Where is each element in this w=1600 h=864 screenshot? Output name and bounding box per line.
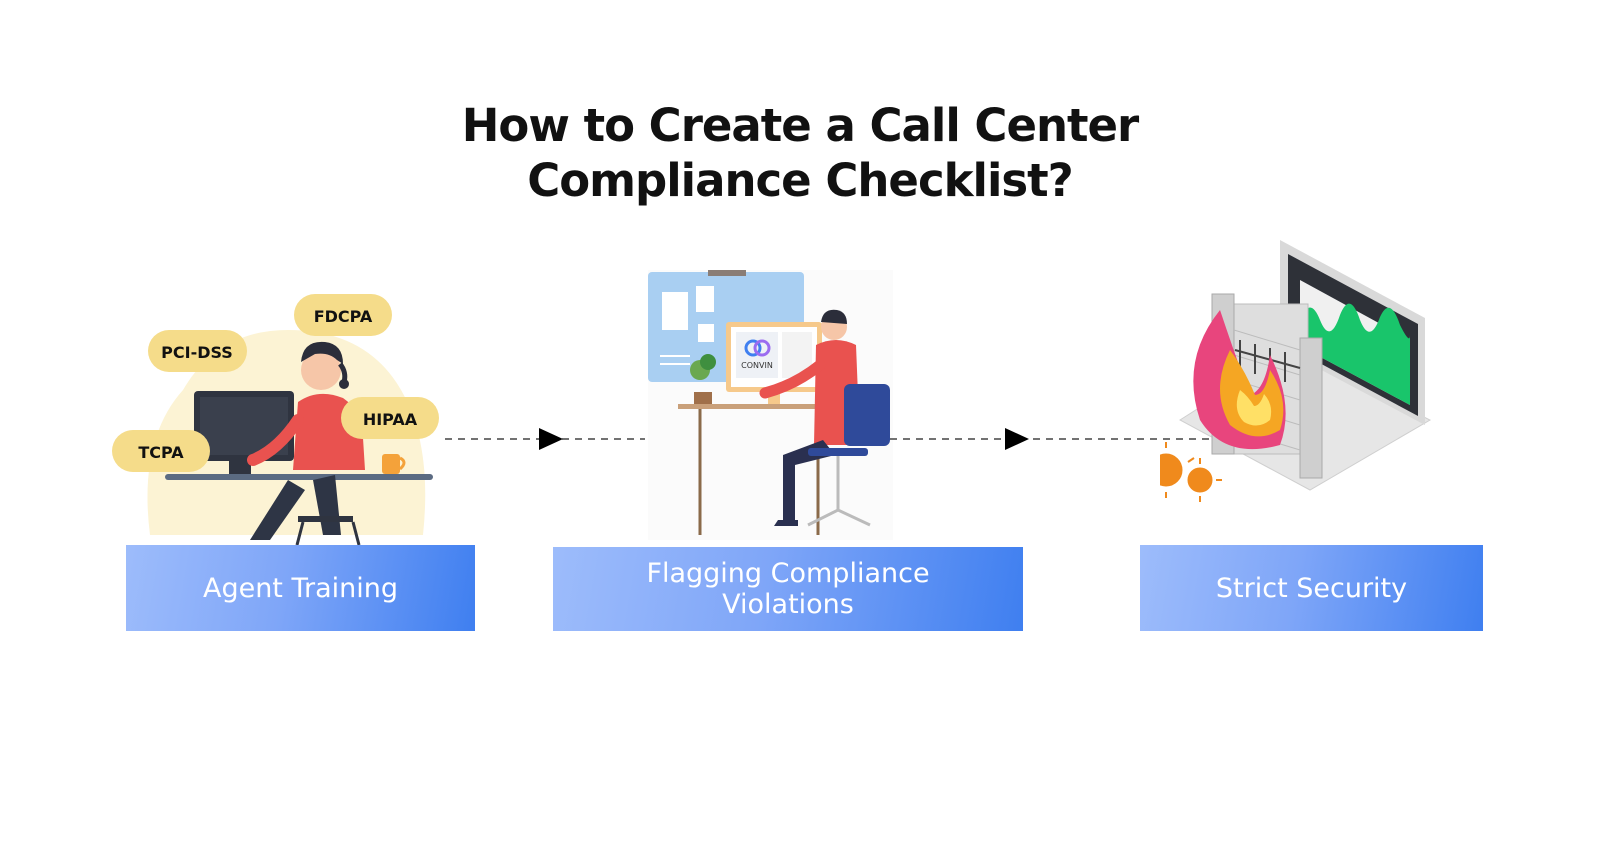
badge-hipaa: HIPAA [341, 397, 439, 439]
connector-2 [890, 428, 1220, 450]
step-agent-training: Agent Training [126, 545, 475, 631]
agent-training-illustration: FDCPA PCI-DSS HIPAA TCPA [112, 294, 439, 545]
connector-1 [445, 428, 645, 450]
step-flagging-violations: Flagging Compliance Violations [553, 547, 1023, 631]
title-line-2: Compliance Checklist? [527, 154, 1074, 207]
svg-text:PCI-DSS: PCI-DSS [161, 343, 233, 362]
svg-text:HIPAA: HIPAA [363, 410, 418, 429]
badge-pci-dss: PCI-DSS [148, 330, 247, 372]
arrow-right-icon [539, 428, 563, 450]
step-flagging-label-line-2: Violations [722, 589, 854, 620]
badge-tcpa: TCPA [112, 430, 210, 472]
step-strict-security: Strict Security [1140, 545, 1483, 631]
svg-text:TCPA: TCPA [138, 443, 184, 462]
title-line-1: How to Create a Call Center [461, 99, 1139, 152]
virus-icon [1160, 442, 1222, 502]
flagging-illustration: CONVIN [648, 270, 893, 540]
step-flagging-label-line-1: Flagging Compliance [646, 558, 930, 589]
step-strict-security-label: Strict Security [1215, 572, 1408, 604]
svg-text:FDCPA: FDCPA [314, 307, 373, 326]
badge-fdcpa: FDCPA [294, 294, 392, 336]
convin-logo-text: CONVIN [741, 361, 773, 370]
page-title: How to Create a Call Center Compliance C… [0, 98, 1600, 208]
step-agent-training-label: Agent Training [202, 572, 399, 604]
security-illustration [1160, 240, 1432, 502]
arrow-right-icon [1005, 428, 1029, 450]
